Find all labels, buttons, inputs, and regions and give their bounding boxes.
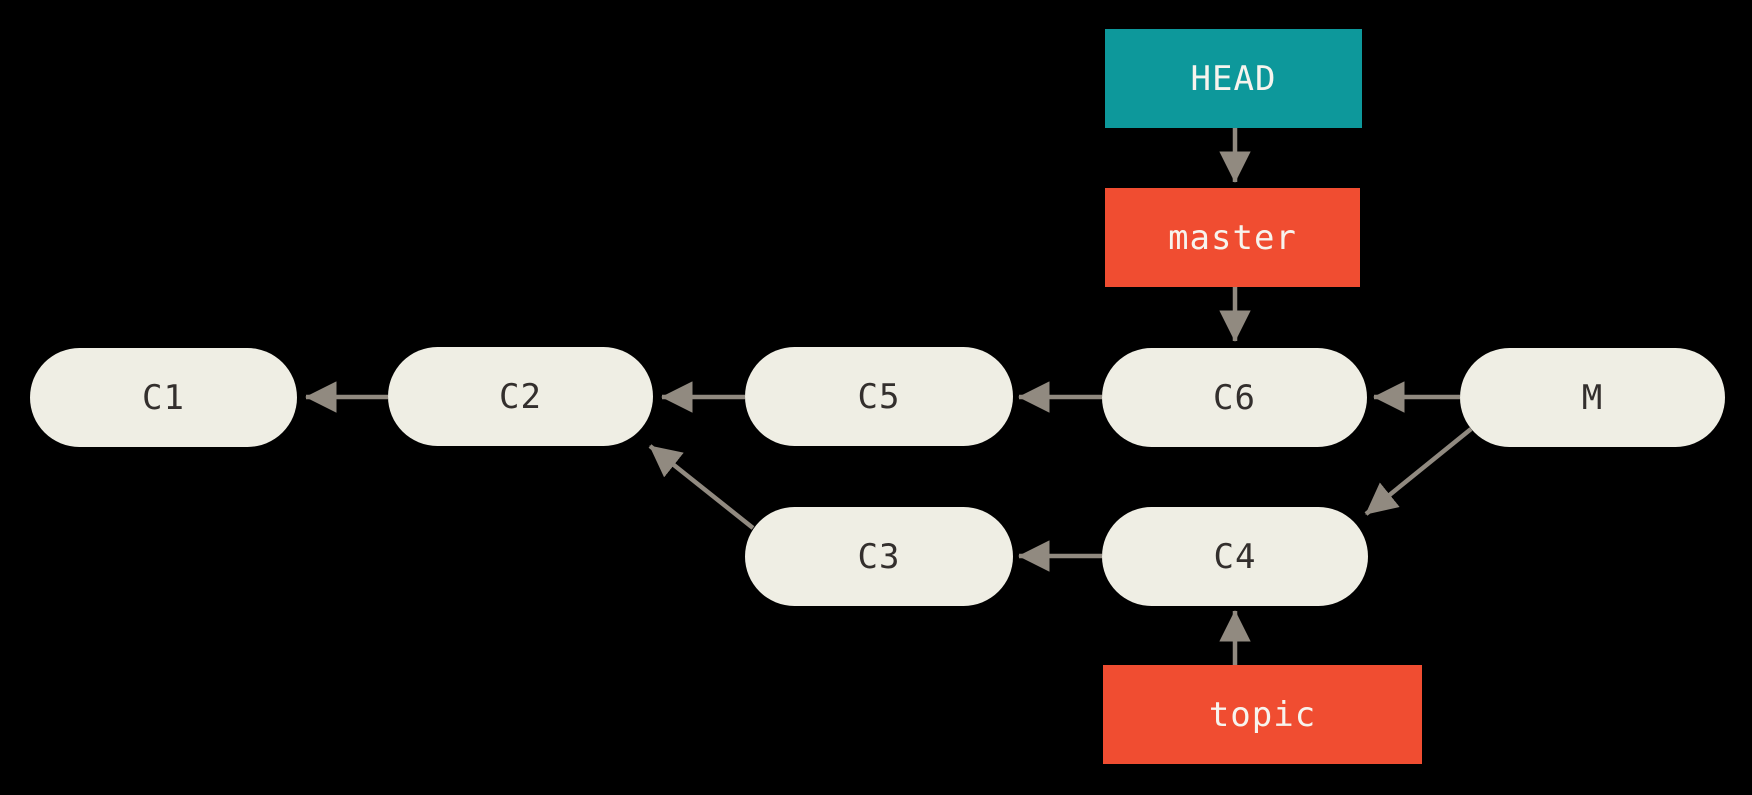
commit-label: C3 [857,536,901,577]
arrow-m-to-c4 [1364,427,1473,516]
commit-label: C1 [142,377,185,418]
commit-node-c2: C2 [388,347,653,446]
commit-label: C2 [499,376,542,417]
commit-node-c4: C4 [1102,507,1368,606]
ref-box-head: HEAD [1105,29,1362,128]
commit-node-c1: C1 [30,348,297,447]
ref-label: HEAD [1190,58,1277,99]
ref-label: topic [1208,694,1317,735]
commit-label: C6 [1213,377,1256,418]
arrow-c3-to-c2 [648,444,755,530]
commit-node-m: M [1460,348,1725,447]
ref-box-topic: topic [1103,665,1422,764]
commit-node-c5: C5 [745,347,1013,446]
commit-node-c3: C3 [745,507,1013,606]
commit-node-c6: C6 [1102,348,1367,447]
commit-label: C4 [1213,536,1257,577]
ref-label: master [1168,217,1297,258]
ref-box-master: master [1105,188,1360,287]
commit-label: M [1581,377,1604,418]
commit-label: C5 [857,376,901,417]
